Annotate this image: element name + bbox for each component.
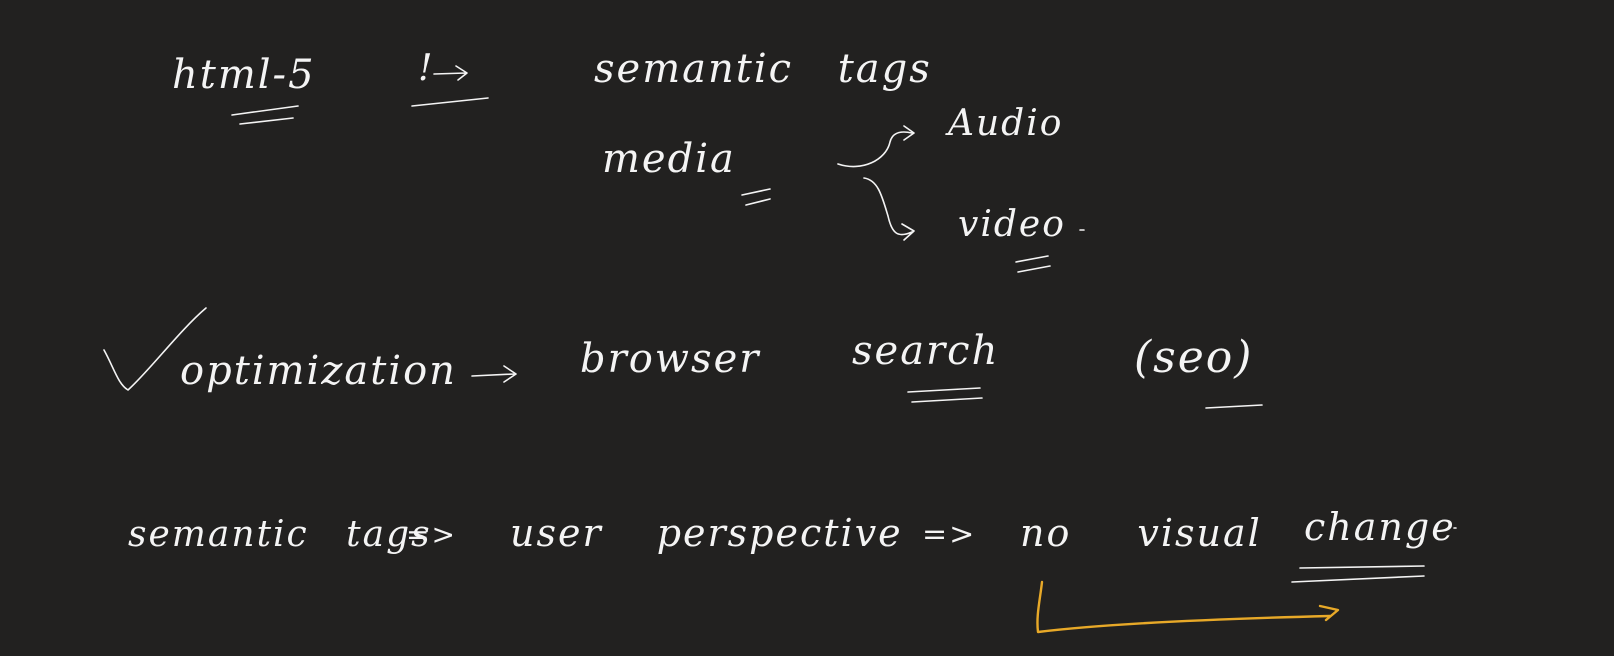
html5-double-underline <box>231 105 299 125</box>
search-text: search <box>852 328 999 374</box>
exclamation-mark: ! <box>418 48 434 89</box>
implies-arrow-1: => <box>406 518 457 551</box>
arrow-right-icon <box>471 365 517 383</box>
change-double-underline <box>1291 565 1425 583</box>
exclamation-underline <box>411 97 489 107</box>
semantic-tags-text: semantic tags <box>128 514 432 555</box>
semantic-tags-heading: semantic tags <box>594 46 932 92</box>
browser-text: browser <box>580 336 761 382</box>
highlight-arrow-icon <box>1036 580 1340 634</box>
no-visual-text: no visual <box>1020 511 1262 555</box>
implies-arrow-2: => <box>922 517 976 552</box>
video-text: video <box>958 204 1066 245</box>
video-double-underline <box>1015 255 1051 273</box>
checkmark-icon <box>103 307 207 391</box>
exclamation-arrow-icon <box>433 65 468 81</box>
search-double-underline <box>907 387 983 403</box>
media-double-underline <box>741 188 771 206</box>
html5-text: html-5 <box>172 52 316 98</box>
change-text: change <box>1304 505 1456 549</box>
brace-arrow-up-icon <box>837 125 915 168</box>
optimization-text: optimization <box>180 348 457 394</box>
seo-text: (seo) <box>1134 332 1253 383</box>
seo-underline <box>1205 404 1263 409</box>
media-text: media <box>602 136 736 182</box>
audio-text: Audio <box>945 103 1063 144</box>
user-perspective-text: user perspective <box>510 511 903 555</box>
brace-arrow-down-icon <box>863 177 915 241</box>
